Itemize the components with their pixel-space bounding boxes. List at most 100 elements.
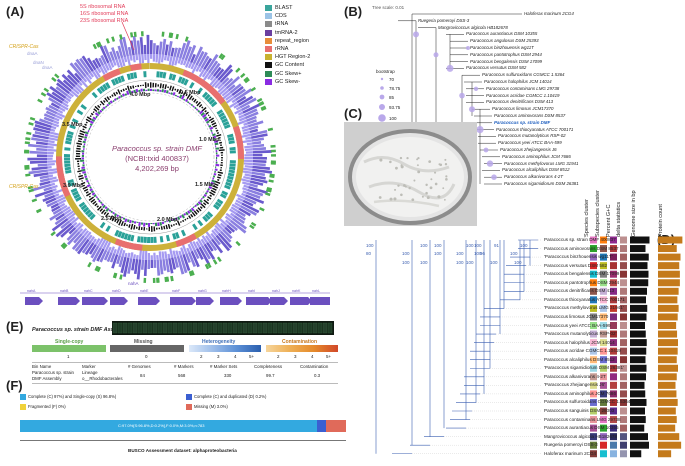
- cds-segment: [91, 91, 98, 99]
- gc-skew-bar: [215, 147, 220, 150]
- marker-cell: [262, 322, 268, 334]
- gc-skew-bar: [99, 249, 108, 263]
- bootstrap-dot: [433, 52, 439, 58]
- bootstrap-label: 91: [494, 242, 500, 248]
- gc-content-bar: [109, 95, 112, 99]
- gene-arrow: [196, 297, 214, 305]
- delta-cell: [620, 262, 627, 270]
- gc-skew-bar: [76, 223, 84, 231]
- gc-skew-bar: [50, 128, 56, 132]
- cds-segment: [197, 87, 203, 94]
- gc-skew-bar: [99, 66, 106, 75]
- gc-skew-bar: [66, 229, 79, 241]
- delta-cell: [620, 433, 627, 441]
- gc-skew-bar: [165, 258, 170, 273]
- cds-segment: [211, 206, 218, 213]
- gc-skew-bar: [79, 57, 92, 74]
- gc-skew-bar: [84, 175, 88, 179]
- gc-skew-bar: [233, 88, 246, 99]
- table-cell: 0.3: [314, 373, 321, 378]
- genome-size-bar: [630, 364, 647, 372]
- gc-skew-bar: [186, 247, 191, 253]
- gc-skew-bar: [91, 118, 96, 123]
- gc-content-bar: [122, 88, 125, 92]
- colony: [406, 157, 409, 160]
- marker-cell: [207, 322, 213, 334]
- blast-hit: [240, 72, 246, 79]
- gc-skew-bar: [147, 259, 150, 270]
- gc-skew-bar: [168, 257, 174, 274]
- gc-cell: [610, 287, 617, 295]
- gc-skew-bar: [175, 217, 178, 221]
- gene-label: dnaN: [33, 60, 44, 65]
- gc-content-bar: [173, 223, 175, 226]
- gc-content-bar: [211, 122, 217, 126]
- subspecies-cluster-cell: [600, 339, 607, 347]
- gc-skew-bar: [223, 77, 234, 87]
- crispr-label: CRISPR-Cas: [9, 44, 39, 50]
- bootstrap-dot: [491, 174, 497, 180]
- gc-skew-bar: [211, 238, 224, 254]
- cds-segment: [171, 74, 177, 81]
- gc-skew-bar: [35, 141, 48, 146]
- tree-b-taxon: Paracoccus halophilus JCM 14014: [484, 79, 552, 84]
- gc-content-bar: [88, 195, 91, 198]
- gc-skew-bar: [241, 139, 252, 144]
- colony: [378, 196, 382, 199]
- gc-skew-bar: [36, 154, 48, 157]
- gc-skew-bar: [129, 40, 135, 56]
- bootstrap-label: 100: [366, 242, 374, 248]
- rrna-block: [236, 141, 245, 160]
- gc-skew-bar: [81, 152, 85, 155]
- cds-segment: [156, 71, 160, 78]
- gc-skew-bar: [138, 54, 142, 65]
- gc-skew-bar: [213, 236, 221, 246]
- gc-skew-bar: [129, 55, 133, 61]
- gc-skew-bar: [159, 259, 164, 275]
- gc-skew-bar: [118, 58, 124, 70]
- gc-skew-bar: [206, 242, 214, 252]
- gc-skew-bar: [99, 109, 103, 113]
- gc-skew-bar: [72, 221, 78, 227]
- marker-cell: [312, 322, 318, 334]
- marker-cell: [177, 322, 183, 334]
- gc-skew-bar: [193, 249, 200, 260]
- blast-hit: [188, 270, 193, 277]
- gc-skew-bar: [174, 94, 178, 97]
- blast-hit: [266, 188, 272, 193]
- gc-skew-bar: [220, 230, 232, 243]
- cds-segment: [75, 196, 82, 202]
- genome-size-bar: [630, 322, 645, 329]
- gc-skew-bar: [226, 224, 236, 233]
- gc-skew-bar: [104, 206, 108, 210]
- gc-skew-bar: [214, 142, 219, 146]
- gc-content-bar: [220, 164, 223, 167]
- tree-d-taxon: 'Paracoccus sigamidiorum DSM 26381': [544, 365, 624, 371]
- gc-content-bar: [143, 227, 146, 231]
- gc-skew-bar: [242, 199, 254, 207]
- blast-hit: [265, 192, 271, 197]
- gc-skew-bar: [245, 194, 265, 205]
- gc-skew-bar: [160, 54, 165, 63]
- subspecies-cluster-cell: [600, 356, 607, 364]
- delta-cell: [620, 304, 627, 312]
- subspecies-cluster-cell: [600, 373, 607, 381]
- gc-skew-bar: [205, 235, 211, 242]
- gc-skew-bar: [190, 103, 194, 107]
- gc-skew-bar: [131, 220, 135, 223]
- gc-content-bar: [193, 98, 197, 103]
- bootstrap-label: 100: [490, 259, 498, 265]
- colony: [425, 183, 428, 187]
- blast-hit: [220, 54, 226, 61]
- gc-skew-bar: [47, 160, 57, 163]
- gc-skew-bar: [131, 258, 136, 271]
- marker-cell: [307, 322, 313, 334]
- marker-cell: [257, 322, 263, 334]
- gc-skew-bar: [195, 241, 201, 248]
- cds-segment: [229, 143, 236, 148]
- gc-skew-bar: [144, 249, 148, 260]
- gc-skew-bar: [82, 145, 85, 148]
- gc-content-bar: [113, 92, 117, 97]
- marker-cell: [172, 322, 178, 334]
- gc-content-bar: [203, 199, 210, 205]
